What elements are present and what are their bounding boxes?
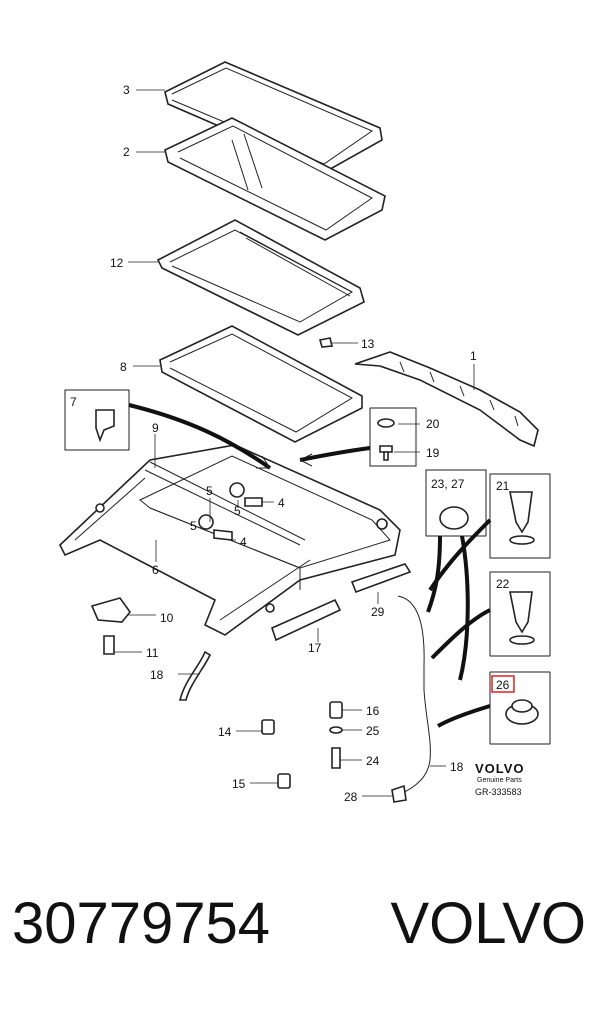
callout-10: 10 [160,611,174,625]
callout-26: 26 [496,678,510,692]
callout-12: 12 [110,256,124,270]
callout-21: 21 [496,479,510,493]
detail-box-20-19 [369,407,417,467]
detail-box-21 [489,473,551,559]
callout-14: 14 [218,725,232,739]
callout-11: 11 [146,646,159,660]
callout-4b: 4 [240,535,247,549]
part-13-clip [318,337,334,348]
callout-6: 6 [152,563,159,577]
callout-17: 17 [308,641,322,655]
callout-18b: 18 [450,760,464,774]
callout-16: 16 [366,704,380,718]
callout-26-highlight [491,675,515,693]
callout-25: 25 [366,724,380,738]
callout-29: 29 [371,605,385,619]
callout-1: 1 [470,349,477,363]
reference-code: GR-333583 [475,787,522,797]
callout-18a: 18 [150,668,164,682]
callout-2: 2 [123,145,130,159]
volvo-branding: VOLVO Genuine Parts GR-333583 [475,761,525,797]
callout-13: 13 [361,337,375,351]
callout-labels: 3 2 12 13 8 1 7 9 20 19 23, 27 21 5 4 5 … [70,83,515,804]
callout-7: 7 [70,395,77,409]
part-29-strip [350,563,412,594]
callout-28: 28 [344,790,358,804]
part-8-seal [159,325,363,443]
volvo-logo: VOLVO [475,761,525,776]
callout-22: 22 [496,577,510,591]
leader-lines [114,89,475,797]
caption-bar: 30779754 VOLVO [0,890,600,980]
callout-19: 19 [426,446,440,460]
detail-box-7 [64,389,130,451]
detail-box-26 [489,671,551,745]
callout-3: 3 [123,83,130,97]
part-10-motor [90,597,132,655]
part-14 [261,719,275,735]
brand-name: VOLVO [390,891,586,956]
part-15 [277,773,291,789]
part-number: 30779754 [12,891,271,956]
pointer-arrows [128,403,492,728]
part-5-washers [198,482,263,541]
callout-8: 8 [120,360,127,374]
callout-23-27: 23, 27 [431,477,465,491]
callout-5a: 5 [206,484,213,498]
callout-9: 9 [152,421,159,435]
callout-15: 15 [232,777,246,791]
part-2-glass-panel [164,117,386,241]
part-17-strip [271,598,342,642]
genuine-parts-label: Genuine Parts [477,777,522,784]
part-16-25-24-stack [329,701,343,769]
part-18-hose [178,650,212,701]
sunroof-parts-diagram: 3 2 12 13 8 1 7 9 20 19 23, 27 21 5 4 5 … [59,61,551,804]
callout-5c: 5 [190,519,197,533]
callout-24: 24 [366,754,380,768]
callout-20: 20 [426,417,440,431]
part-18-drain-hose [397,595,431,796]
callout-4a: 4 [278,496,285,510]
detail-box-23-27 [425,469,487,537]
detail-box-22 [489,571,551,657]
callout-5b: 5 [234,504,241,518]
part-12-frame [156,219,365,336]
part-1-deflector [354,351,539,448]
